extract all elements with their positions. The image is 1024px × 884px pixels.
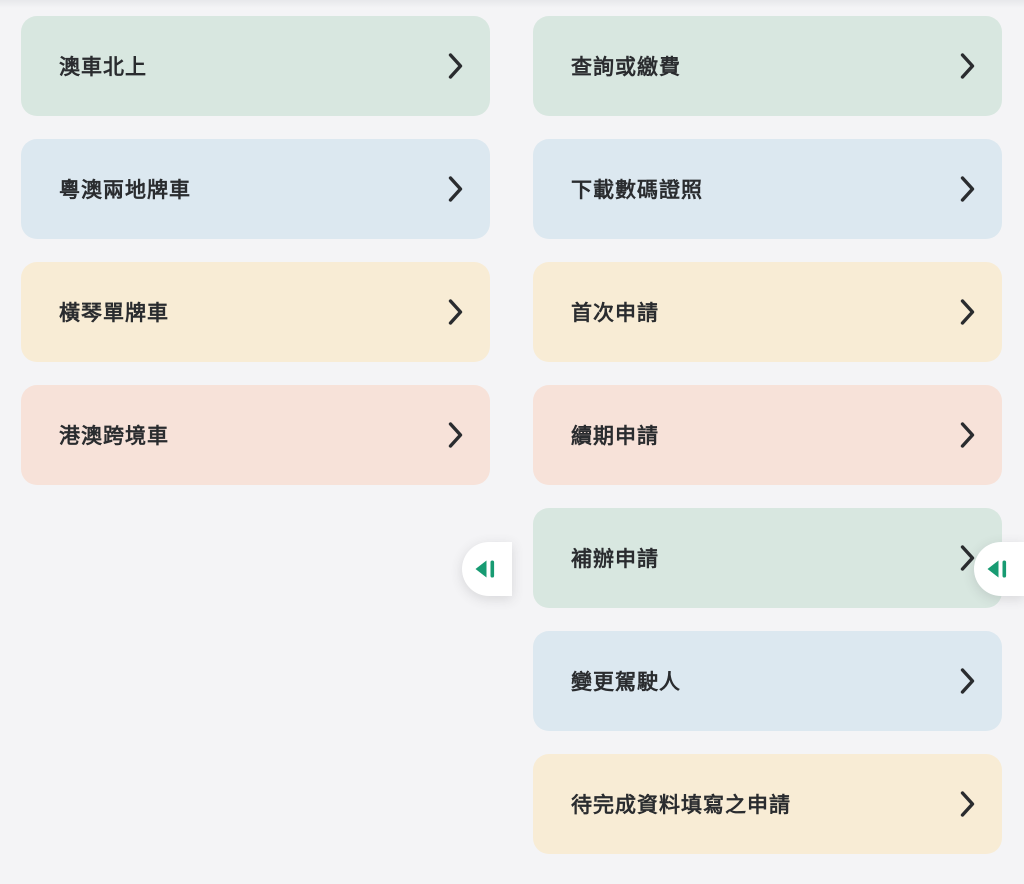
menu-card-label: 補辦申請	[571, 548, 659, 571]
menu-card[interactable]: 續期申請	[533, 385, 1002, 485]
menu-card[interactable]: 港澳跨境車	[21, 385, 490, 485]
chevron-right-icon	[960, 53, 975, 79]
collapse-left-icon	[987, 560, 1007, 578]
left-screen: 澳車北上 粵澳兩地牌車 橫琴單牌車 港澳跨境車	[21, 16, 512, 596]
chevron-right-icon	[960, 422, 975, 448]
collapse-handle[interactable]	[462, 542, 512, 596]
chevron-right-icon	[448, 299, 463, 325]
chevron-right-icon	[960, 176, 975, 202]
chevron-right-icon	[448, 53, 463, 79]
menu-card-label: 港澳跨境車	[59, 425, 169, 448]
menu-card-label: 澳車北上	[59, 56, 147, 79]
right-menu-list: 查詢或繳費 下載數碼證照 首次申請 續期申請 補辦申請 變更駕駛人	[533, 16, 1003, 877]
left-menu-list: 澳車北上 粵澳兩地牌車 橫琴單牌車 港澳跨境車	[21, 16, 491, 508]
menu-card-label: 續期申請	[571, 425, 659, 448]
chevron-right-icon	[960, 545, 975, 571]
menu-card-label: 下載數碼證照	[571, 179, 703, 202]
menu-card[interactable]: 待完成資料填寫之申請	[533, 754, 1002, 854]
right-screen: 查詢或繳費 下載數碼證照 首次申請 續期申請 補辦申請 變更駕駛人	[512, 0, 1024, 884]
menu-card[interactable]: 補辦申請	[533, 508, 1002, 608]
chevron-right-icon	[448, 176, 463, 202]
menu-card[interactable]: 首次申請	[533, 262, 1002, 362]
chevron-right-icon	[448, 422, 463, 448]
menu-card-label: 橫琴單牌車	[59, 302, 169, 325]
collapse-left-icon	[475, 560, 495, 578]
menu-card-label: 粵澳兩地牌車	[59, 179, 191, 202]
menu-card-label: 待完成資料填寫之申請	[571, 794, 791, 817]
chevron-right-icon	[960, 791, 975, 817]
menu-card[interactable]: 澳車北上	[21, 16, 490, 116]
chevron-right-icon	[960, 299, 975, 325]
menu-card[interactable]: 變更駕駛人	[533, 631, 1002, 731]
menu-card-label: 查詢或繳費	[571, 56, 681, 79]
collapse-handle[interactable]	[974, 542, 1024, 596]
menu-card-label: 首次申請	[571, 302, 659, 325]
menu-card-label: 變更駕駛人	[571, 671, 681, 694]
menu-card[interactable]: 橫琴單牌車	[21, 262, 490, 362]
menu-card[interactable]: 粵澳兩地牌車	[21, 139, 490, 239]
chevron-right-icon	[960, 668, 975, 694]
menu-card[interactable]: 下載數碼證照	[533, 139, 1002, 239]
menu-card[interactable]: 查詢或繳費	[533, 16, 1002, 116]
